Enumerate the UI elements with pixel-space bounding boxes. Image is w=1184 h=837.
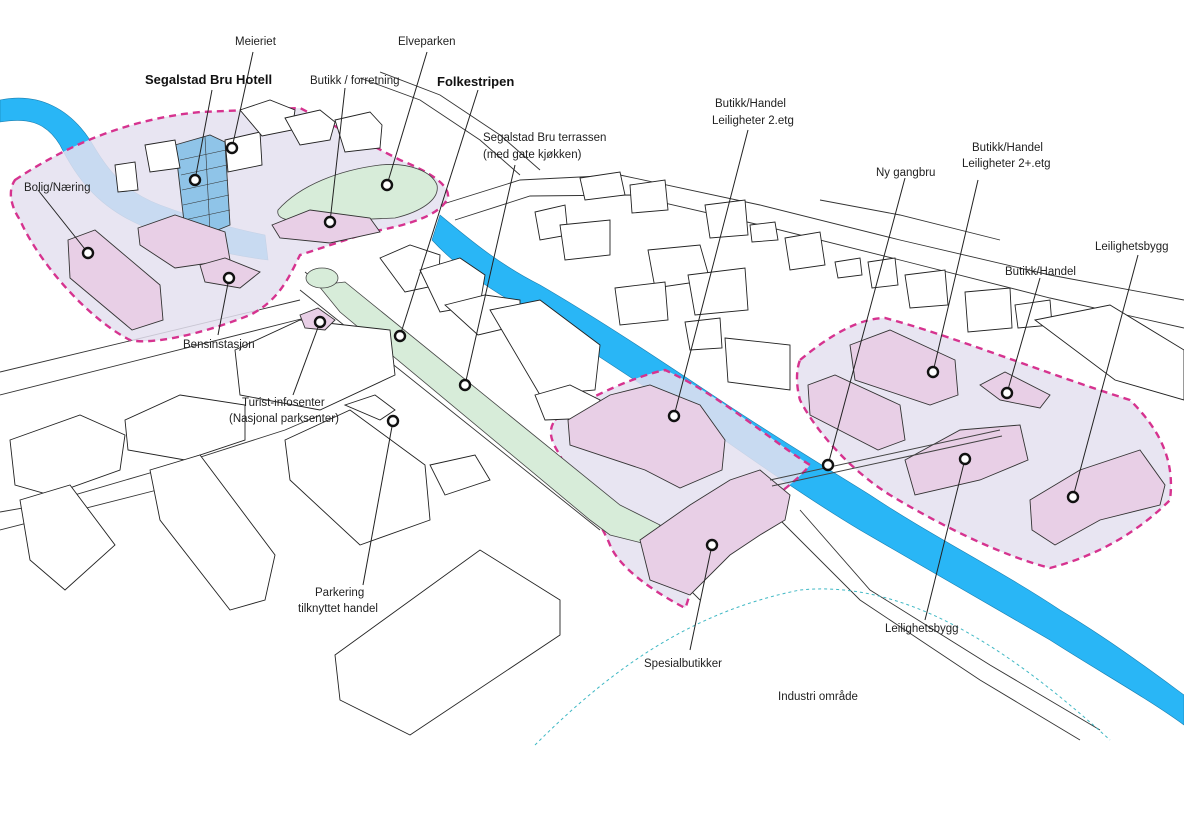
new-footbridge (769, 429, 1003, 487)
label-bolig: Bolig/Næring (24, 182, 90, 194)
label-butikk2-1: Butikk/Handel (972, 142, 1043, 154)
marker-butikk3 (1000, 386, 1014, 400)
marker-leilighetsbygg-top (1066, 490, 1080, 504)
marker-bensin (222, 271, 236, 285)
marker-folkestripen (393, 329, 407, 343)
marker-butikk2 (926, 365, 940, 379)
label-elveparken: Elveparken (398, 36, 456, 48)
marker-gangbru (821, 458, 835, 472)
label-hotell: Segalstad Bru Hotell (145, 72, 272, 87)
roundabout (305, 267, 339, 289)
label-butikk2-2: Leiligheter 2+.etg (962, 158, 1051, 170)
label-folkestripen: Folkestripen (437, 74, 514, 89)
labels: Meieriet Elveparken Segalstad Bru Hotell… (24, 36, 1169, 703)
label-spesial: Spesialbutikker (644, 658, 722, 670)
marker-meieriet (225, 141, 239, 155)
marker-parkering (386, 414, 400, 428)
marker-spesial (705, 538, 719, 552)
marker-hotell (188, 173, 202, 187)
marker-bolig (81, 246, 95, 260)
marker-leilighetsbygg-bottom (958, 452, 972, 466)
marker-elveparken (380, 178, 394, 192)
label-butikk3: Butikk/Handel (1005, 266, 1076, 278)
marker-terrassen (458, 378, 472, 392)
label-turist-1: Turist-infosenter (242, 397, 325, 409)
label-butikk1-1: Butikk/Handel (715, 98, 786, 110)
label-leilighetsbygg-top: Leilighetsbygg (1095, 241, 1169, 253)
label-terrassen-1: Segalstad Bru terrassen (483, 132, 606, 144)
label-parkering-1: Parkering (315, 587, 364, 599)
marker-dots (81, 141, 1080, 552)
label-butikk-forretning: Butikk / forretning (310, 75, 399, 87)
existing-buildings (9, 99, 1184, 736)
marker-butikk-forretning (323, 215, 337, 229)
industri-boundary (534, 588, 1111, 746)
label-ny-gangbru: Ny gangbru (876, 167, 935, 179)
label-bensin: Bensinstasjon (183, 339, 255, 351)
marker-butikk1 (667, 409, 681, 423)
label-turist-2: (Nasjonal parksenter) (229, 413, 339, 425)
label-industri: Industri område (778, 691, 858, 703)
leader-lines (37, 51, 1139, 651)
label-parkering-2: tilknyttet handel (298, 603, 378, 615)
label-leilighetsbygg-bottom: Leilighetsbygg (885, 623, 959, 635)
label-terrassen-2: (med gate kjøkken) (483, 149, 582, 161)
label-butikk1-2: Leiligheter 2.etg (712, 115, 794, 127)
label-meieriet: Meieriet (235, 36, 277, 48)
marker-turist (313, 315, 327, 329)
